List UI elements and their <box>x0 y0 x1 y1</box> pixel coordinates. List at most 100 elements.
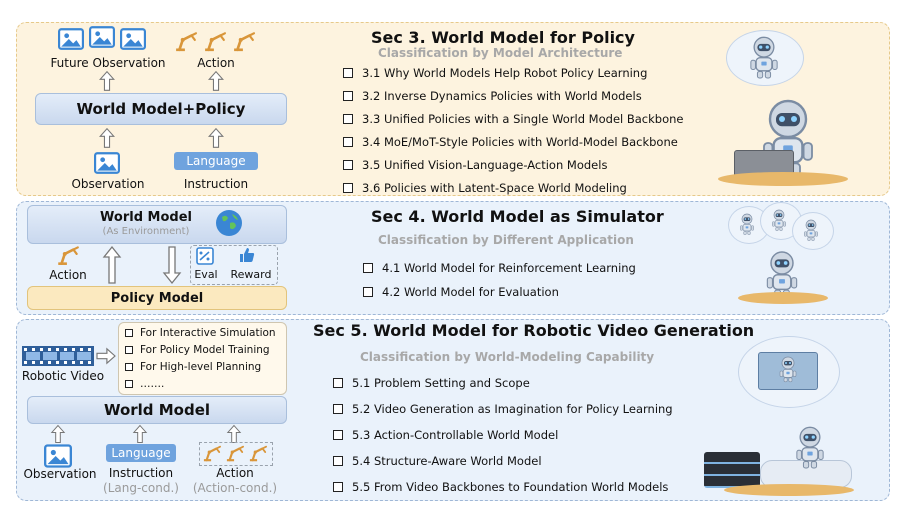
image-icon <box>58 28 84 50</box>
up-arrow-icon <box>132 424 148 444</box>
checkbox-icon <box>343 160 353 170</box>
checkbox-icon <box>363 263 373 273</box>
checkbox-icon <box>333 456 343 466</box>
robot-illustration <box>744 34 784 80</box>
world-model-box: World Model <box>27 396 287 424</box>
checkbox-icon <box>125 380 133 388</box>
section-4-item: 4.2 World Model for Evaluation <box>363 285 559 299</box>
checkbox-icon <box>125 346 133 354</box>
use-item: ……. <box>125 378 164 390</box>
checkbox-icon <box>343 91 353 101</box>
world-model-policy-box: World Model+Policy <box>35 93 287 125</box>
observation-label: Observation <box>71 177 145 191</box>
section-4-subtitle: Classification by Different Application <box>378 233 634 247</box>
checkbox-icon <box>343 137 353 147</box>
checkbox-icon <box>343 114 353 124</box>
up-arrow-icon <box>102 245 122 285</box>
use-item: For High-level Planning <box>125 361 261 373</box>
checkbox-icon <box>333 404 343 414</box>
up-arrow-icon <box>207 127 225 149</box>
down-arrow-icon <box>162 245 182 285</box>
action-cond-label: (Action-cond.) <box>192 481 278 495</box>
world-model-env-box <box>27 205 287 244</box>
up-arrow-icon <box>50 424 66 444</box>
section-5-item: 5.4 Structure-Aware World Model <box>333 454 542 468</box>
section-3-item: 3.1 Why World Models Help Robot Policy L… <box>343 66 647 80</box>
robot-illustration <box>737 212 757 236</box>
sand-mound <box>724 484 854 496</box>
robotic-video-label: Robotic Video <box>21 369 105 383</box>
language-token: Language <box>174 152 258 170</box>
uses-list-box <box>118 322 287 395</box>
up-arrow-icon <box>98 127 116 149</box>
instruction-label: Instruction <box>108 466 174 480</box>
section-5-item: 5.2 Video Generation as Imagination for … <box>333 402 673 416</box>
up-arrow-icon <box>98 70 116 92</box>
checkbox-icon <box>333 430 343 440</box>
future-observation-label: Future Observation <box>50 56 166 70</box>
section-3-item: 3.6 Policies with Latent-Space World Mod… <box>343 181 627 195</box>
robot-illustration <box>790 424 830 470</box>
section-3-title: Sec 3. World Model for Policy <box>371 28 635 47</box>
sand-mound <box>718 172 848 186</box>
up-arrow-icon <box>226 424 242 444</box>
right-arrow-icon <box>95 347 117 365</box>
image-icon <box>120 28 146 50</box>
up-arrow-icon <box>207 70 225 92</box>
checkbox-icon <box>363 287 373 297</box>
robot-arm-icon <box>55 244 81 266</box>
robot-arm-icon <box>230 30 258 52</box>
use-item: For Policy Model Training <box>125 344 270 356</box>
instruction-label: Instruction <box>183 177 249 191</box>
thumbs-up-icon <box>240 248 255 262</box>
section-4-title: Sec 4. World Model as Simulator <box>371 207 664 226</box>
checkbox-icon <box>343 183 353 193</box>
film-strip-icon <box>22 346 94 366</box>
globe-icon <box>216 210 242 236</box>
robot-arm-icon <box>201 30 229 52</box>
checkbox-icon <box>333 482 343 492</box>
observation-label: Observation <box>23 467 97 481</box>
section-3-subtitle: Classification by Model Architecture <box>378 46 623 60</box>
image-icon <box>89 26 115 48</box>
section-4-item: 4.1 World Model for Reinforcement Learni… <box>363 261 636 275</box>
image-icon <box>94 152 120 174</box>
section-3-item: 3.3 Unified Policies with a Single World… <box>343 112 684 126</box>
section-3-item: 3.2 Inverse Dynamics Policies with World… <box>343 89 642 103</box>
section-3-item: 3.5 Unified Vision-Language-Action Model… <box>343 158 607 172</box>
section-3-item: 3.4 MoE/MoT-Style Policies with World-Mo… <box>343 135 678 149</box>
action-tokens-group <box>199 442 273 466</box>
checkbox-icon <box>343 68 353 78</box>
section-5-title: Sec 5. World Model for Robotic Video Gen… <box>313 321 755 340</box>
use-item: For Interactive Simulation <box>125 327 276 339</box>
language-token: Language <box>106 444 176 462</box>
robot-illustration <box>776 354 800 384</box>
robot-illustration <box>769 208 789 232</box>
checkbox-icon <box>125 329 133 337</box>
action-label: Action <box>197 56 235 70</box>
checkbox-icon <box>333 378 343 388</box>
lang-cond-label: (Lang-cond.) <box>103 481 179 495</box>
world-model-label: World Model <box>100 210 192 225</box>
robot-arm-icon <box>247 444 269 462</box>
action-label: Action <box>49 268 87 282</box>
image-icon <box>44 444 72 468</box>
section-5-item: 5.3 Action-Controllable World Model <box>333 428 558 442</box>
robot-illustration <box>801 218 821 242</box>
sand-mound <box>738 292 828 304</box>
robot-arm-icon <box>172 30 200 52</box>
eval-label: Eval <box>194 268 218 281</box>
section-5-item: 5.5 From Video Backbones to Foundation W… <box>333 480 668 494</box>
eval-icon <box>196 247 214 265</box>
feedback-group <box>190 245 278 285</box>
reward-label: Reward <box>230 268 272 281</box>
as-environment-label: (As Environment) <box>102 226 190 237</box>
checkbox-icon <box>125 363 133 371</box>
policy-model-box: Policy Model <box>27 286 287 310</box>
action-label: Action <box>216 466 254 480</box>
robot-arm-icon <box>201 444 223 462</box>
tape-stack <box>704 452 760 488</box>
section-5-item: 5.1 Problem Setting and Scope <box>333 376 530 390</box>
section-5-subtitle: Classification by World-Modeling Capabil… <box>360 350 655 364</box>
robot-arm-icon <box>224 444 246 462</box>
